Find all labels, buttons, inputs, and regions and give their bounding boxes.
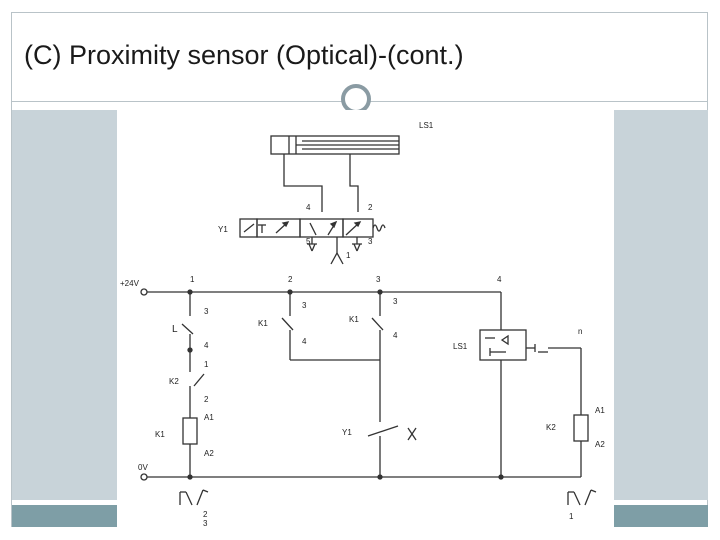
node-1: 1 [190, 275, 195, 284]
ground-label: 0V [138, 463, 148, 472]
contact-4c: 4 [393, 331, 398, 340]
supply-label: +24V [120, 279, 140, 288]
slide-title: (C) Proximity sensor (Optical)-(cont.) [24, 40, 464, 70]
node-4: 4 [497, 275, 502, 284]
contact-4b: 4 [302, 337, 307, 346]
circuit-diagram: LS1 Y1 4 2 5 3 1 +24V 0V 1 2 3 4 L 3 4 1… [117, 110, 614, 540]
valve-port-5: 5 [306, 237, 311, 246]
y1-valve-label: Y1 [218, 225, 228, 234]
branch-2 [281, 292, 380, 361]
bottom-num-3: 3 [203, 519, 208, 528]
k1-a2-label: A2 [204, 449, 214, 458]
power-rail-24v [140, 288, 501, 296]
k2-a2-label: A2 [595, 440, 605, 449]
right-bottom-band [614, 505, 708, 527]
valve-port-1: 1 [346, 251, 351, 260]
left-bottom-band [12, 505, 117, 527]
valve-port-2: 2 [368, 203, 373, 212]
node-2: 2 [288, 275, 293, 284]
switch-l-label: L [172, 324, 178, 335]
ground-rail-0v [140, 473, 581, 481]
circuit-diagram-svg: LS1 Y1 4 2 5 3 1 +24V 0V 1 2 3 4 L 3 4 1… [120, 121, 605, 528]
branch-4 [479, 292, 597, 506]
contact-3c: 3 [393, 297, 398, 306]
right-side-panel [614, 110, 708, 500]
contact-1a: 1 [204, 360, 209, 369]
k1-contact-a-label: K1 [258, 319, 268, 328]
contact-2a: 2 [204, 395, 209, 404]
node-3: 3 [376, 275, 381, 284]
k1-contact-b-label: K1 [349, 315, 359, 324]
pneumatic-cylinder [270, 135, 400, 155]
valve-port-4: 4 [306, 203, 311, 212]
k2-a1-label: A1 [595, 406, 605, 415]
contact-3a: 3 [204, 307, 209, 316]
valve-port-3: 3 [368, 237, 373, 246]
ls1-top-label: LS1 [419, 121, 434, 130]
n-label: n [578, 327, 582, 336]
k1-coil-label: K1 [155, 430, 165, 439]
y1-coil-label: Y1 [342, 428, 352, 437]
k1-a1-label: A1 [204, 413, 214, 422]
branch-3 [367, 292, 417, 477]
solenoid-valve-5-2 [239, 218, 386, 265]
bottom-num-1: 1 [569, 512, 574, 521]
k2-coil-label: K2 [546, 423, 556, 432]
bottom-num-2: 2 [203, 510, 208, 519]
air-lines [283, 154, 359, 212]
contact-4a: 4 [204, 341, 209, 350]
ls1-sensor-label: LS1 [453, 342, 468, 351]
contact-3b: 3 [302, 301, 307, 310]
branch-1 [179, 292, 209, 506]
left-side-panel [12, 110, 117, 500]
k2-contact-label: K2 [169, 377, 179, 386]
